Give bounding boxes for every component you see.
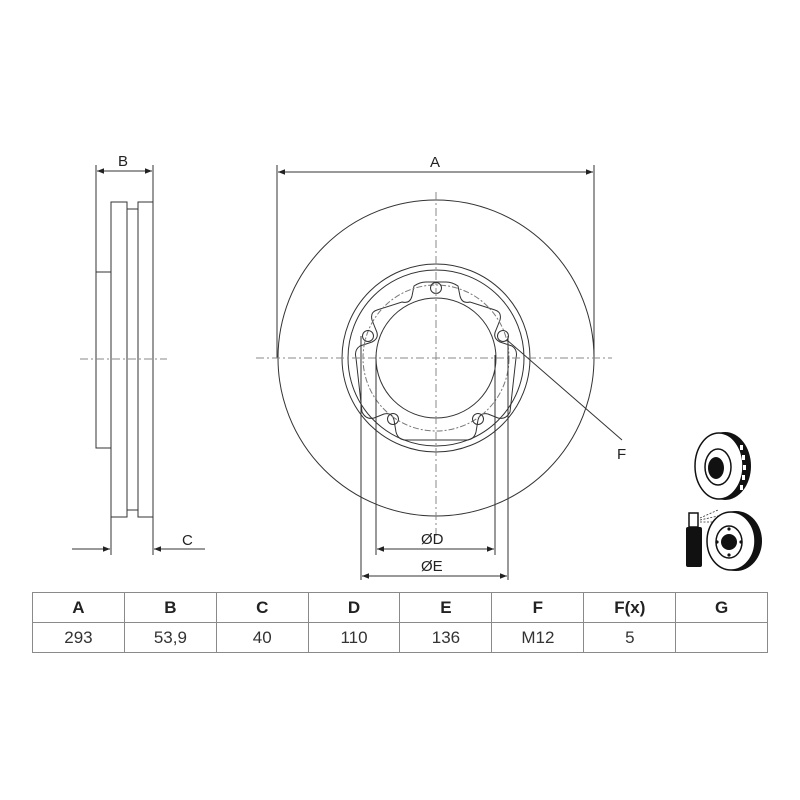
value-cell (675, 622, 768, 653)
header-cell: G (675, 592, 768, 623)
value-cell: 5 (583, 622, 677, 653)
value-cell: 293 (32, 622, 125, 653)
technical-drawing: B C A ØD ØE (72, 153, 762, 580)
header-cell: E (399, 592, 493, 623)
value-cell: 136 (399, 622, 493, 653)
front-view (256, 165, 623, 580)
value-cell: 53,9 (123, 622, 217, 653)
label-e: ØE (421, 558, 443, 575)
label-b: B (118, 153, 128, 170)
label-a: A (430, 154, 440, 171)
header-cell: A (32, 592, 125, 623)
header-cell: B (123, 592, 217, 623)
spec-table: A B C D E F F(x) G 293 53,9 40 110 136 M… (32, 592, 768, 653)
spec-table-value-row: 293 53,9 40 110 136 M12 5 (32, 622, 768, 653)
header-cell: C (215, 592, 309, 623)
value-cell: 110 (307, 622, 401, 653)
side-view (72, 165, 205, 555)
spec-table-header-row: A B C D E F F(x) G (32, 592, 768, 623)
label-c: C (182, 532, 193, 549)
value-cell: 40 (215, 622, 309, 653)
header-cell: D (307, 592, 401, 623)
value-cell: M12 (491, 622, 585, 653)
header-cell: F (491, 592, 585, 623)
label-f: F (617, 446, 626, 463)
label-d: ØD (421, 531, 444, 548)
spray-coated-disc-icon (686, 509, 762, 571)
vented-disc-icon (694, 432, 751, 500)
header-cell: F(x) (583, 592, 677, 623)
